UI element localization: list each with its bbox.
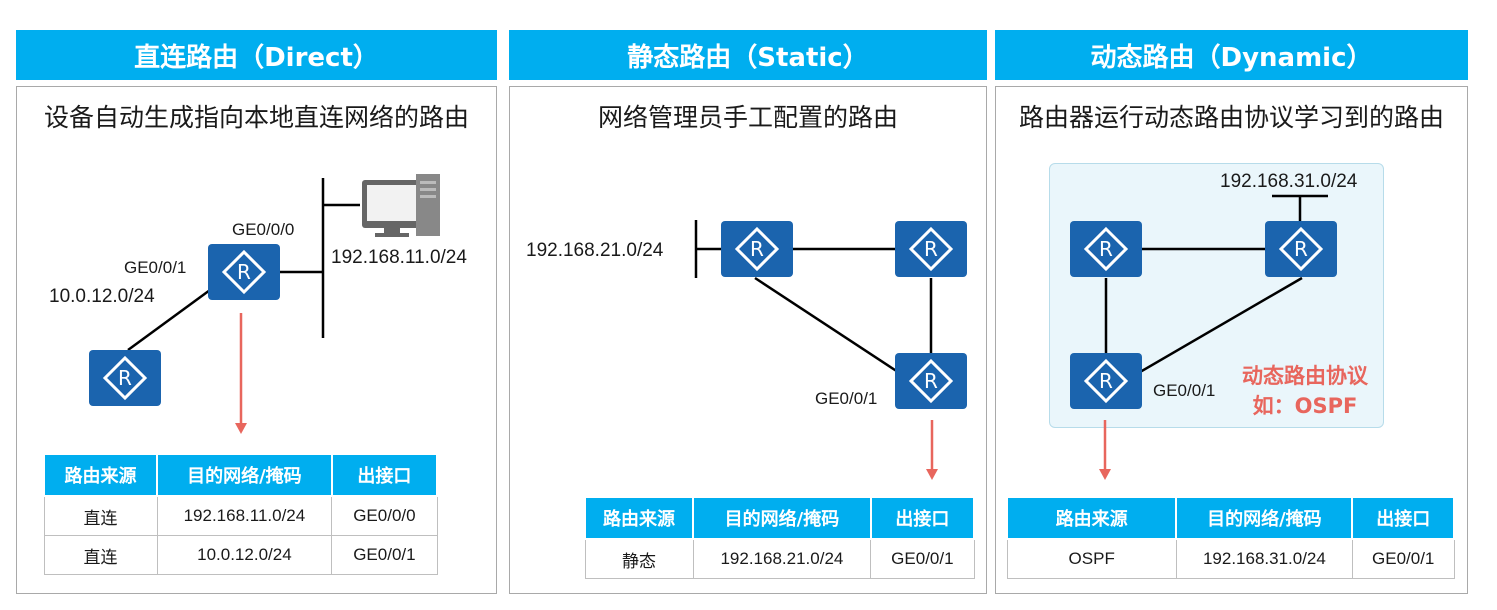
- table-header-row: 路由来源 目的网络/掩码 出接口: [42, 453, 439, 497]
- svg-text:R: R: [750, 237, 764, 261]
- interface-label-ge001: GE0/0/1: [124, 258, 187, 277]
- router-icon: R: [89, 350, 161, 406]
- svg-text:R: R: [118, 366, 132, 390]
- interface-label-ge001: GE0/0/1: [1153, 381, 1216, 400]
- col-destination: 目的网络/掩码: [692, 496, 872, 540]
- cell-interface: GE0/0/1: [870, 538, 975, 579]
- interface-label-ge000: GE0/0/0: [232, 220, 295, 239]
- network-label: 192.168.21.0/24: [526, 240, 664, 261]
- svg-text:R: R: [1294, 237, 1308, 261]
- router-icon: R: [895, 353, 967, 409]
- router-icon: R: [208, 244, 280, 300]
- cell-destination: 10.0.12.0/24: [156, 535, 333, 575]
- cell-destination: 192.168.31.0/24: [1175, 538, 1353, 579]
- cell-interface: GE0/0/1: [331, 535, 438, 575]
- col-route-source: 路由来源: [1005, 496, 1178, 540]
- svg-text:R: R: [1099, 237, 1113, 261]
- col-destination: 目的网络/掩码: [1175, 496, 1354, 540]
- router-icon: R: [721, 221, 793, 277]
- cell-source: 直连: [43, 535, 158, 575]
- col-interface: 出接口: [330, 453, 439, 497]
- routing-table-dynamic: 路由来源 目的网络/掩码 出接口 OSPF 192.168.31.0/24 GE…: [1005, 496, 1455, 579]
- router-icon: R: [1070, 353, 1142, 409]
- svg-text:R: R: [237, 260, 251, 284]
- svg-text:R: R: [1099, 369, 1113, 393]
- cell-interface: GE0/0/1: [1351, 538, 1455, 579]
- computer-icon: [362, 174, 440, 237]
- routing-table-static: 路由来源 目的网络/掩码 出接口 静态 192.168.21.0/24 GE0/…: [583, 496, 976, 579]
- table-row: OSPF 192.168.31.0/24 GE0/0/1: [1006, 538, 1455, 579]
- cell-source: OSPF: [1006, 538, 1177, 579]
- svg-text:R: R: [924, 369, 938, 393]
- router-icon: R: [1070, 221, 1142, 277]
- arrow-down-icon: [235, 313, 1111, 480]
- protocol-example-note: 如：OSPF: [1252, 394, 1358, 418]
- panel-static-title: 静态路由（Static）: [509, 30, 987, 80]
- routing-table-direct: 路由来源 目的网络/掩码 出接口 直连 192.168.11.0/24 GE0/…: [42, 453, 439, 575]
- col-route-source: 路由来源: [42, 453, 159, 497]
- cell-source: 静态: [584, 538, 694, 579]
- table-row: 直连 192.168.11.0/24 GE0/0/0: [43, 495, 438, 536]
- col-route-source: 路由来源: [583, 496, 695, 540]
- interface-label-ge001: GE0/0/1: [815, 389, 878, 408]
- network-label: 192.168.31.0/24: [1220, 171, 1358, 192]
- cell-destination: 192.168.11.0/24: [156, 495, 333, 536]
- network-label: 192.168.11.0/24: [331, 247, 467, 268]
- panel-dynamic-subtitle: 路由器运行动态路由协议学习到的路由: [1018, 103, 1444, 132]
- panel-dynamic-title: 动态路由（Dynamic）: [995, 30, 1468, 80]
- protocol-note: 动态路由协议: [1242, 364, 1368, 388]
- cell-destination: 192.168.21.0/24: [692, 538, 872, 579]
- col-interface: 出接口: [1351, 496, 1455, 540]
- table-header-row: 路由来源 目的网络/掩码 出接口: [1005, 496, 1455, 540]
- panel-static-subtitle: 网络管理员手工配置的路由: [597, 103, 898, 132]
- network-label: 10.0.12.0/24: [49, 286, 155, 307]
- table-row: 静态 192.168.21.0/24 GE0/0/1: [584, 538, 975, 579]
- table-row: 直连 10.0.12.0/24 GE0/0/1: [43, 535, 438, 575]
- panel-direct-title: 直连路由（Direct）: [16, 30, 497, 80]
- col-interface: 出接口: [869, 496, 976, 540]
- router-icon: R: [895, 221, 967, 277]
- table-header-row: 路由来源 目的网络/掩码 出接口: [583, 496, 976, 540]
- col-destination: 目的网络/掩码: [156, 453, 333, 497]
- cell-source: 直连: [43, 495, 158, 536]
- router-icon: R: [1265, 221, 1337, 277]
- cell-interface: GE0/0/0: [331, 495, 438, 536]
- svg-text:R: R: [924, 237, 938, 261]
- panel-direct-subtitle: 设备自动生成指向本地直连网络的路由: [43, 103, 469, 132]
